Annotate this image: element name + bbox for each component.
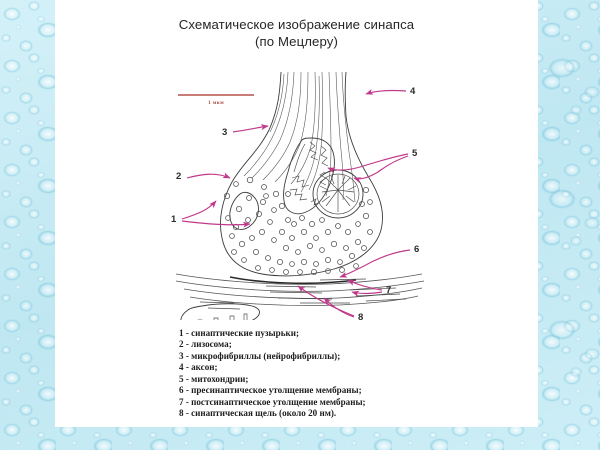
synaptic-membranes-group <box>175 273 425 310</box>
legend-item: 1 - синаптические пузырьки; <box>179 328 300 338</box>
callout-3-number: 3 <box>222 127 227 138</box>
callout-5: 5 <box>327 148 418 184</box>
callout-7-number: 7 <box>386 285 391 296</box>
mitochondrion-postsynaptic <box>180 303 260 320</box>
legend-item: 2 - лизосома; <box>179 339 232 350</box>
synapse-diagram: .ink { fill:none; stroke:#3d3d3d; stroke… <box>170 72 430 320</box>
callout-6: 6 <box>339 244 419 278</box>
callout-2-number: 2 <box>176 171 181 182</box>
microfibrils-group <box>243 72 356 203</box>
callout-5-number: 5 <box>412 148 418 159</box>
legend: 1 - синаптические пузырьки; 2 - лизосома… <box>179 328 509 420</box>
callout-8-number: 8 <box>358 312 363 320</box>
scalebar-group: 1 мкм <box>178 94 254 106</box>
callout-6-number: 6 <box>414 244 419 255</box>
legend-item: 4 - аксон; <box>179 362 218 373</box>
svg-text:1 мкм: 1 мкм <box>208 100 224 106</box>
page-title: Схематическое изображение синапса (по Ме… <box>178 17 415 49</box>
axon-terminal-outline <box>220 72 383 277</box>
callout-4-number: 4 <box>410 86 416 97</box>
mitochondrion-round <box>312 169 364 219</box>
callout-2: 2 <box>176 171 231 182</box>
content-panel: Схематическое изображение синапса (по Ме… <box>55 0 538 427</box>
legend-item: 8 - синаптическая щель (около 20 нм). <box>179 408 337 419</box>
legend-item: 3 - микрофибриллы (нейрофибриллы); <box>179 350 341 361</box>
callout-1-number: 1 <box>171 214 177 225</box>
legend-item: 6 - пресинаптическое утолщение мембраны; <box>179 385 362 396</box>
callout-4: 4 <box>365 86 416 97</box>
callout-7: 7 <box>347 279 391 297</box>
legend-item: 5 - митохондрии; <box>179 373 249 384</box>
callout-8: 8 <box>297 285 363 320</box>
callout-1: 1 <box>171 200 251 228</box>
callout-3: 3 <box>222 124 269 138</box>
legend-item: 7 - постсинаптическое утолщение мембраны… <box>179 396 366 407</box>
lysosome <box>229 191 259 230</box>
